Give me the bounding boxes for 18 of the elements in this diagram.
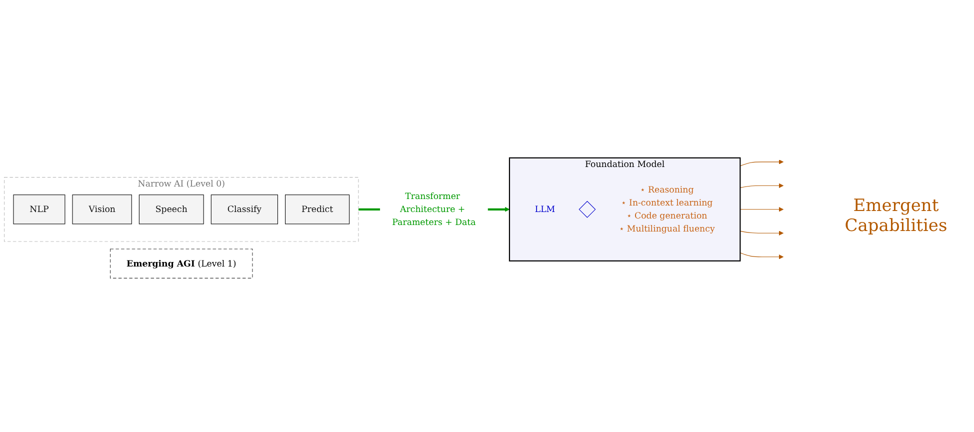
node-diamond (578, 200, 596, 218)
arrow (740, 207, 784, 212)
arrow (740, 160, 784, 166)
node-box (138, 194, 204, 224)
arrow (740, 183, 784, 188)
node-text: ⋆ Reasoning ⋆ In-context learning ⋆ Code generation ⋆ Multilingual fluency (618, 184, 715, 234)
cluster (4, 177, 359, 242)
node-box (13, 194, 66, 224)
node-box (210, 194, 278, 224)
node-box (72, 194, 132, 224)
cluster (508, 157, 741, 262)
arrow (740, 230, 784, 236)
diagram-drawing: Transformer Architecture + Parameters + Data Foundation Model LLM ⋆ Reasoning ⋆ In-context learning ⋆ Code generation ⋆ Multilingual fluency Narrow AI (Level 0) NLP Vision Speech Classify Predict Emerging AGI (Level 1) (0, 0, 820, 432)
annotation-text: Emergent Capabilities (844, 196, 948, 236)
node-box (285, 194, 350, 224)
node-text: LLM (534, 204, 556, 214)
arrow (740, 252, 784, 260)
node-box (110, 248, 253, 278)
